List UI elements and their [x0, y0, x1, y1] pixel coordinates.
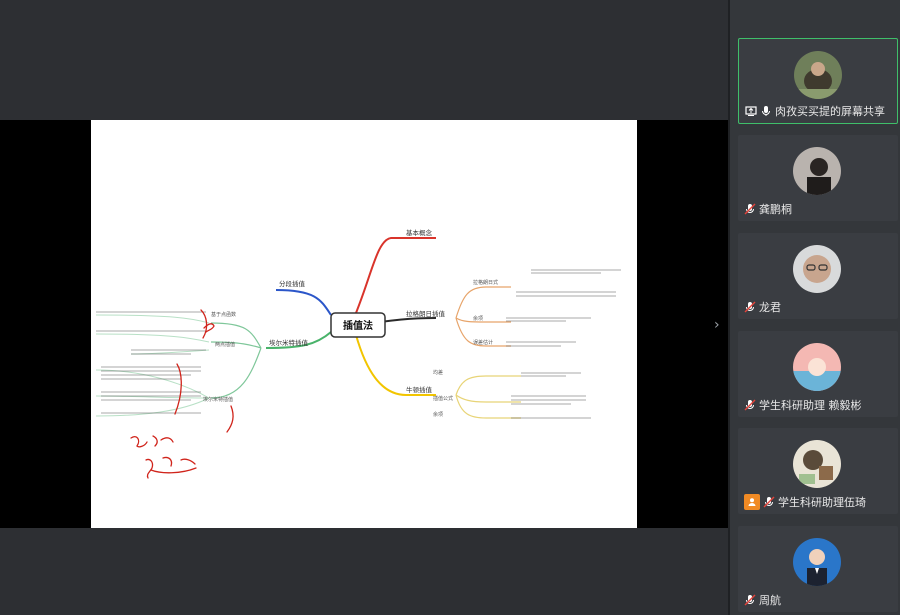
- node-left: 埃尔米特插值: [269, 338, 309, 347]
- participant-tile-0[interactable]: 肉孜买买提的屏幕共享: [738, 38, 898, 124]
- avatar: [793, 245, 841, 293]
- participant-tile-3[interactable]: 学生科研助理 赖毅彬: [738, 331, 898, 417]
- node-bottom-right: 牛顿插值: [406, 385, 433, 394]
- branch-her-2a: [95, 333, 210, 343]
- participant-label: 学生科研助理 赖毅彬: [744, 397, 862, 413]
- user-icon: [744, 494, 760, 510]
- participant-label: 学生科研助理伍琦: [744, 494, 866, 510]
- participant-name: 学生科研助理伍琦: [778, 496, 866, 509]
- branch-her-2: [210, 341, 262, 349]
- mindmap: 插值法 基本概念 拉格朗日插值 牛顿插值 分段插值 埃尔米特插值 拉格朗日式 余…: [95, 228, 621, 479]
- microphone-muted-icon: [744, 203, 756, 215]
- branch-yellow: [355, 334, 436, 396]
- branch-newton-2: [455, 394, 521, 403]
- branch-lag-2: [455, 317, 511, 323]
- formula-marks-left: [96, 311, 206, 414]
- participant-tile-2[interactable]: 龙君: [738, 233, 898, 319]
- branch-newton-3: [455, 394, 521, 419]
- branch-her-1: [210, 322, 262, 349]
- center-node: 插值法: [343, 319, 373, 332]
- participant-label: 龙君: [744, 299, 781, 315]
- branch-her-3a: [95, 369, 210, 399]
- avatar: [793, 538, 841, 586]
- branch-her-3c: [95, 397, 210, 417]
- participant-sidebar: 肉孜买买提的屏幕共享 龚鹏桐 龙君: [730, 0, 900, 615]
- participant-name: 周航: [759, 594, 781, 607]
- participant-label: 龚鹏桐: [744, 201, 792, 217]
- participant-tile-4[interactable]: 学生科研助理伍琦: [738, 428, 898, 514]
- node-top-left: 分段插值: [279, 279, 306, 288]
- shared-slide: 插值法 基本概念 拉格朗日插值 牛顿插值 分段插值 埃尔米特插值 拉格朗日式 余…: [91, 120, 637, 528]
- participant-name: 龙君: [759, 301, 781, 314]
- avatar: [793, 440, 841, 488]
- participant-name: 肉孜买买提的屏幕共享: [775, 105, 885, 118]
- avatar: [794, 51, 842, 99]
- microphone-muted-icon: [744, 594, 756, 606]
- formula-marks-right: [506, 269, 621, 419]
- node-bottom-sub3: 余项: [433, 411, 443, 418]
- microphone-muted-icon: [744, 399, 756, 411]
- node-right: 拉格朗日插值: [406, 309, 446, 318]
- branch-lag-1: [455, 286, 511, 319]
- branch-her-1a: [95, 314, 210, 324]
- node-left-sub2: 两点插值: [215, 341, 235, 348]
- participant-tile-5[interactable]: 周航: [738, 526, 898, 612]
- node-top-right: 基本概念: [406, 228, 433, 237]
- avatar: [793, 147, 841, 195]
- branch-blue: [275, 289, 332, 316]
- branch-green: [265, 331, 332, 349]
- node-right-sub3: 误差估计: [473, 339, 493, 346]
- node-right-sub2: 余项: [473, 315, 483, 322]
- chevron-right-icon: ›: [714, 317, 720, 333]
- node-left-sub3: 埃尔米特插值: [203, 396, 233, 403]
- microphone-muted-icon: [763, 496, 775, 508]
- branch-red: [350, 237, 436, 326]
- collapse-sidebar-button[interactable]: ›: [714, 312, 728, 338]
- participant-name: 龚鹏桐: [759, 203, 792, 216]
- avatar: [793, 343, 841, 391]
- branch-lag-3: [455, 317, 511, 347]
- participant-tile-1[interactable]: 龚鹏桐: [738, 135, 898, 221]
- handwriting-annotations: [130, 309, 234, 479]
- center-node-box: [330, 312, 386, 338]
- screen-share-icon: [745, 105, 757, 117]
- branch-newton-1: [455, 375, 521, 396]
- participant-name: 学生科研助理 赖毅彬: [759, 399, 862, 412]
- node-right-sub1: 拉格朗日式: [473, 279, 498, 286]
- branch-her-2b: [130, 349, 210, 355]
- node-left-sub1: 基于点函数: [211, 311, 236, 318]
- node-bottom-sub2: 插值公式: [433, 395, 453, 402]
- microphone-muted-icon: [744, 301, 756, 313]
- participant-label: 周航: [744, 592, 781, 608]
- microphone-icon: [760, 105, 772, 117]
- branch-her-3: [210, 347, 262, 399]
- node-bottom-sub1: 均差: [433, 369, 443, 376]
- participant-label: 肉孜买买提的屏幕共享: [745, 103, 885, 119]
- panel-divider: [728, 0, 730, 615]
